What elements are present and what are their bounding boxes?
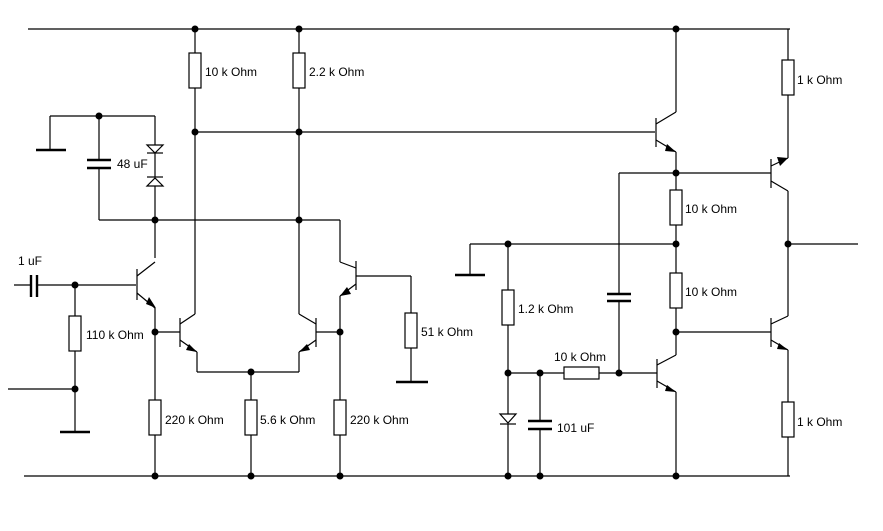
- transistor-q1: [136, 261, 156, 476]
- label-1k-bottom: 1 k Ohm: [797, 415, 842, 429]
- capacitor-48uf: 48 uF: [87, 116, 148, 220]
- transistor-q3: [298, 313, 317, 372]
- label-1k-top: 1 k Ohm: [797, 73, 842, 87]
- diode-upper: [145, 116, 165, 177]
- transistor-q4: [339, 220, 411, 332]
- capacitor-feedback: [607, 172, 676, 373]
- resistor-5k6: 5.6 k Ohm: [244, 372, 315, 476]
- label-10k-top: 10 k Ohm: [205, 65, 257, 79]
- label-2k2-top: 2.2 k Ohm: [309, 65, 364, 79]
- transistor-q7: [770, 157, 789, 316]
- resistor-1k2: 1.2 k Ohm: [501, 244, 573, 414]
- ground-symbol-upper-left: [36, 116, 66, 152]
- label-1uf: 1 uF: [18, 254, 42, 268]
- transistor-q2: [179, 313, 198, 372]
- resistor-10k-series: 10 k Ohm: [554, 350, 657, 380]
- resistor-220k-right: 220 k Ohm: [333, 332, 409, 476]
- label-48uf: 48 uF: [117, 157, 148, 171]
- resistor-1k-bottom: 1 k Ohm: [781, 401, 842, 476]
- resistor-2k2-top: 2.2 k Ohm: [292, 29, 364, 314]
- label-10k-mid1: 10 k Ohm: [685, 202, 737, 216]
- label-1k2: 1.2 k Ohm: [518, 302, 573, 316]
- resistor-220k-left: 220 k Ohm: [148, 399, 224, 436]
- label-110k: 110 k Ohm: [86, 328, 144, 342]
- resistor-110k: 110 k Ohm: [68, 285, 144, 432]
- label-10k-mid2: 10 k Ohm: [685, 285, 737, 299]
- resistor-10k-mid2: 10 k Ohm: [669, 272, 737, 355]
- junction-dots: [71, 25, 792, 480]
- label-5k6: 5.6 k Ohm: [260, 413, 315, 427]
- transistor-q6: [656, 354, 677, 476]
- transistor-q5: [655, 29, 677, 190]
- transistor-q8: [770, 315, 789, 402]
- ground-symbol-right: [455, 244, 485, 277]
- zener-diode: [498, 413, 518, 476]
- label-51: 51 k Ohm: [421, 325, 473, 339]
- label-220k-right: 220 k Ohm: [350, 413, 409, 427]
- resistor-1k-top: 1 k Ohm: [781, 29, 842, 158]
- label-101uf: 101 uF: [557, 421, 594, 435]
- label-10k-series: 10 k Ohm: [554, 350, 606, 364]
- resistor-10k-mid1: 10 k Ohm: [669, 189, 737, 273]
- label-220k-left: 220 k Ohm: [165, 413, 224, 427]
- capacitor-101uf: 101 uF: [528, 373, 594, 476]
- resistor-10k-top: 10 k Ohm: [188, 29, 257, 314]
- resistor-51: 51 k Ohm: [396, 276, 473, 384]
- capacitor-1uf: 1 uF: [18, 254, 42, 297]
